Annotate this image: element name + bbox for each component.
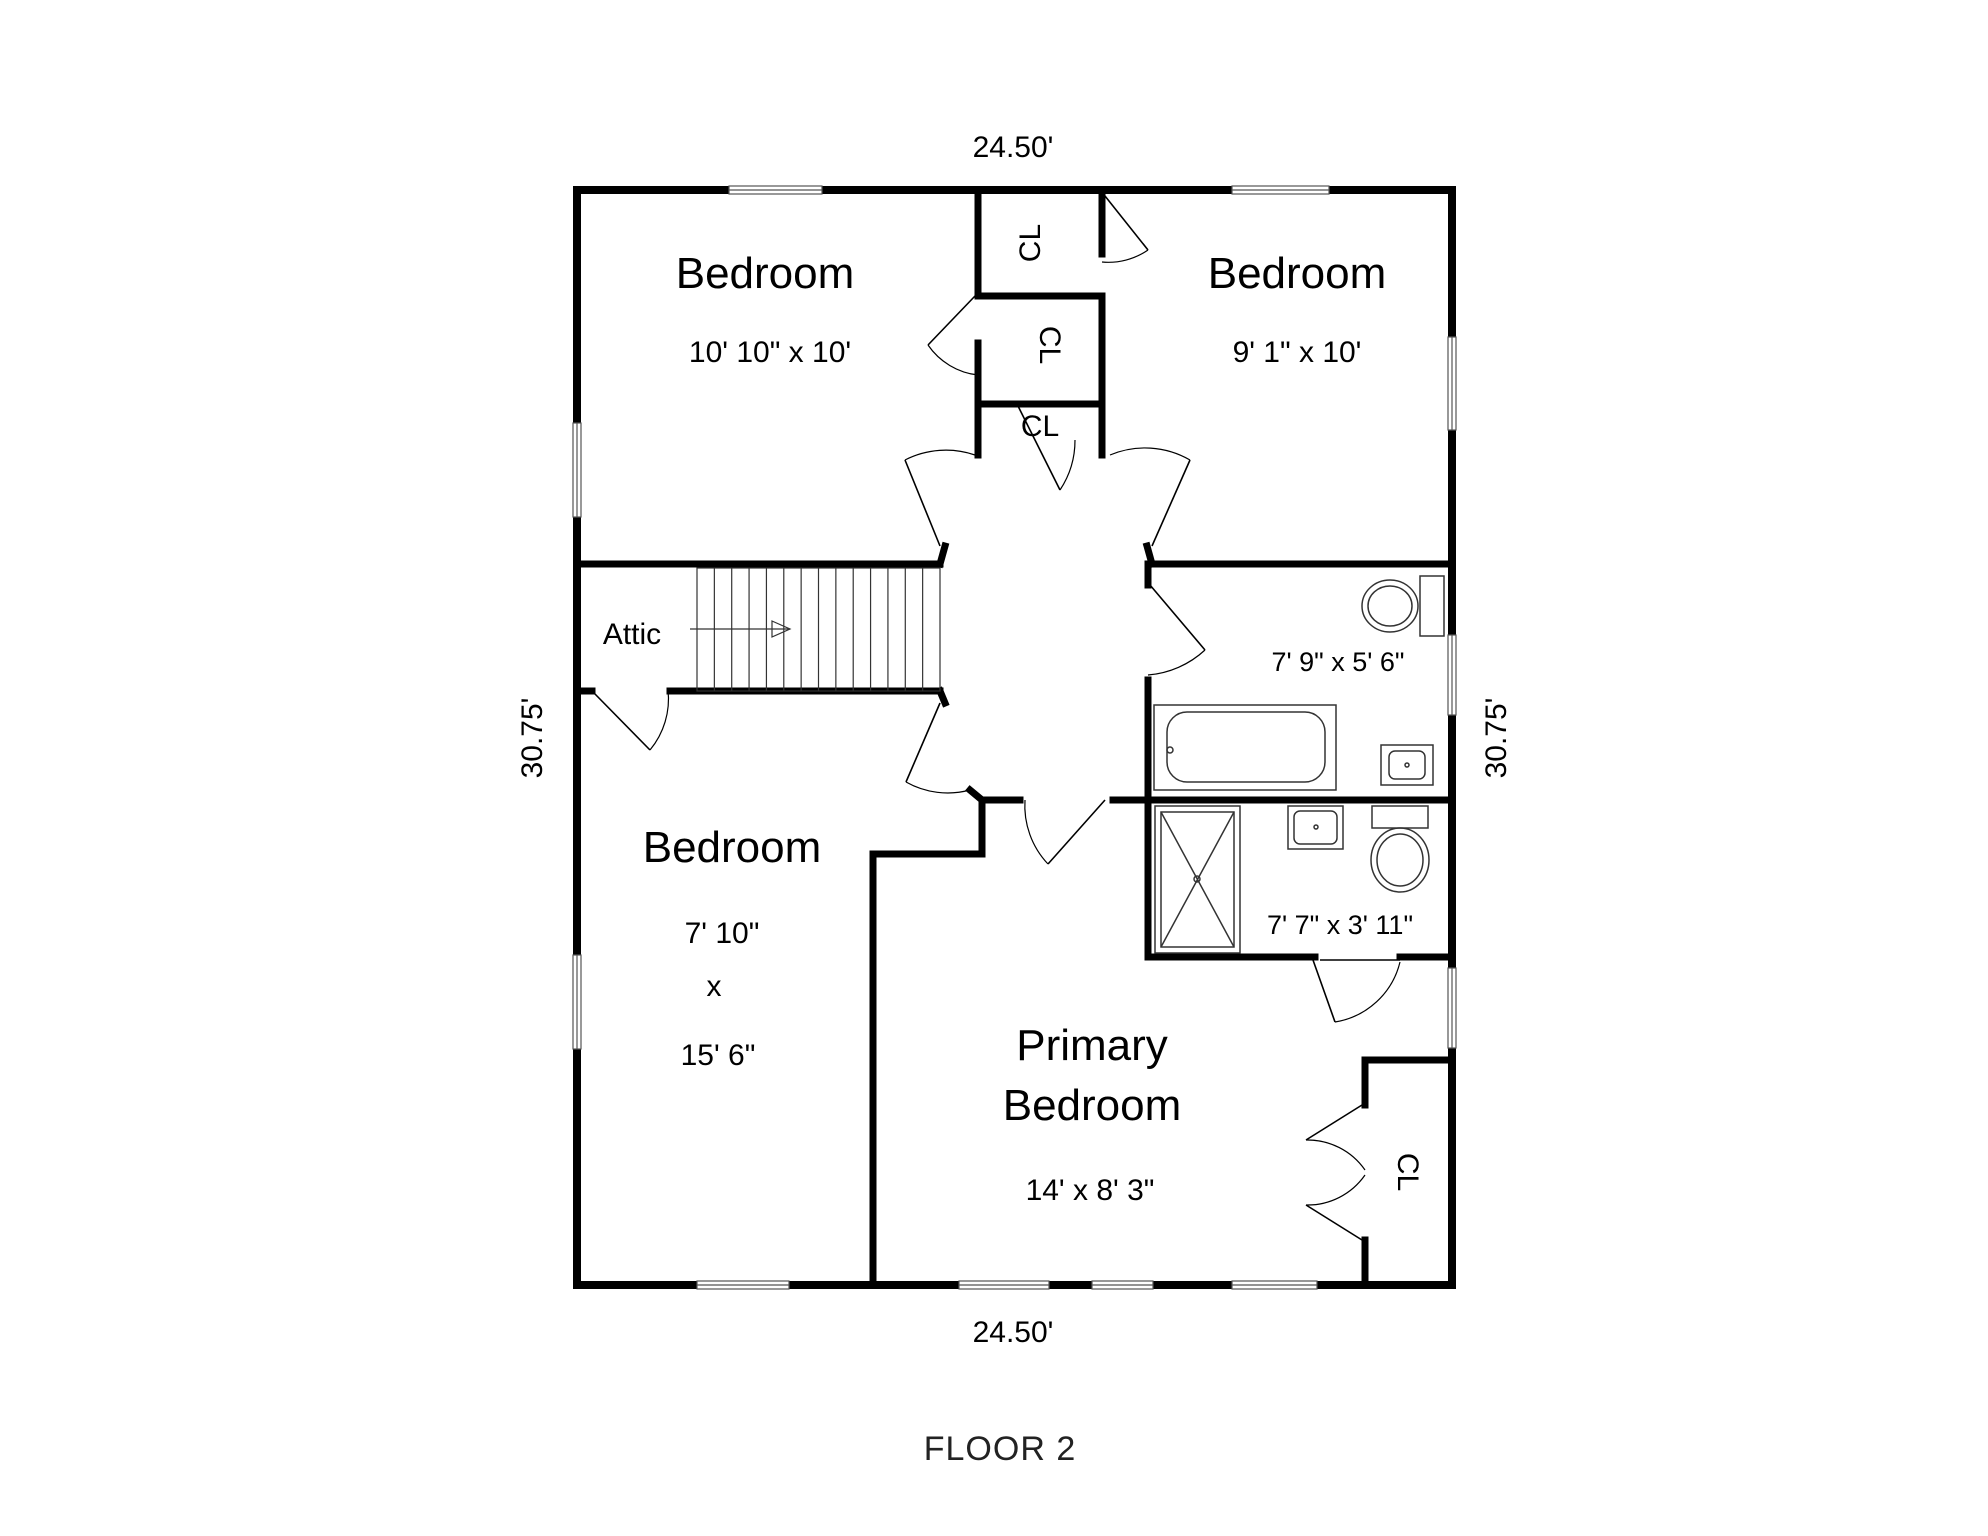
dimension-top: 24.50' <box>973 131 1054 164</box>
bedroom-w-dims-3: 15' 6" <box>681 1039 756 1072</box>
bedroom-w-dims-2: x <box>707 970 722 1003</box>
bedroom-w-dims-1: 7' 10" <box>685 917 760 950</box>
bedroom-ne-name: Bedroom <box>1208 249 1387 298</box>
closet-3-label: CL <box>1021 410 1059 443</box>
bath-upper-dims: 7' 9" x 5' 6" <box>1271 647 1404 677</box>
exterior-walls <box>573 186 1456 1289</box>
dimension-left: 30.75' <box>516 698 549 779</box>
bath-lower-dims: 7' 7" x 3' 11" <box>1267 910 1413 940</box>
closet-2-label: CL <box>1033 326 1066 364</box>
dimension-right: 30.75' <box>1480 698 1513 779</box>
closet-1-label: CL <box>1014 224 1047 262</box>
primary-dims: 14' x 8' 3" <box>1026 1174 1155 1207</box>
overall-dimensions: 24.50' 24.50' 30.75' 30.75' <box>516 131 1513 1349</box>
bedroom-w-name: Bedroom <box>643 823 822 872</box>
bedroom-nw-dims: 10' 10" x 10' <box>689 336 851 369</box>
staircase <box>690 567 941 692</box>
bath-fixtures <box>1153 575 1445 954</box>
room-labels: Bedroom 10' 10" x 10' Bedroom 9' 1" x 10… <box>603 224 1424 1207</box>
closet-4-label: CL <box>1391 1153 1424 1191</box>
doors <box>594 195 1401 1241</box>
bedroom-nw-name: Bedroom <box>676 249 855 298</box>
dimension-bottom: 24.50' <box>973 1316 1054 1349</box>
primary-name-1: Primary <box>1016 1021 1168 1070</box>
attic-label: Attic <box>603 618 661 651</box>
floor-title: FLOOR 2 <box>924 1430 1076 1468</box>
primary-name-2: Bedroom <box>1003 1081 1182 1130</box>
bedroom-ne-dims: 9' 1" x 10' <box>1233 336 1362 369</box>
windows <box>572 185 1457 1290</box>
